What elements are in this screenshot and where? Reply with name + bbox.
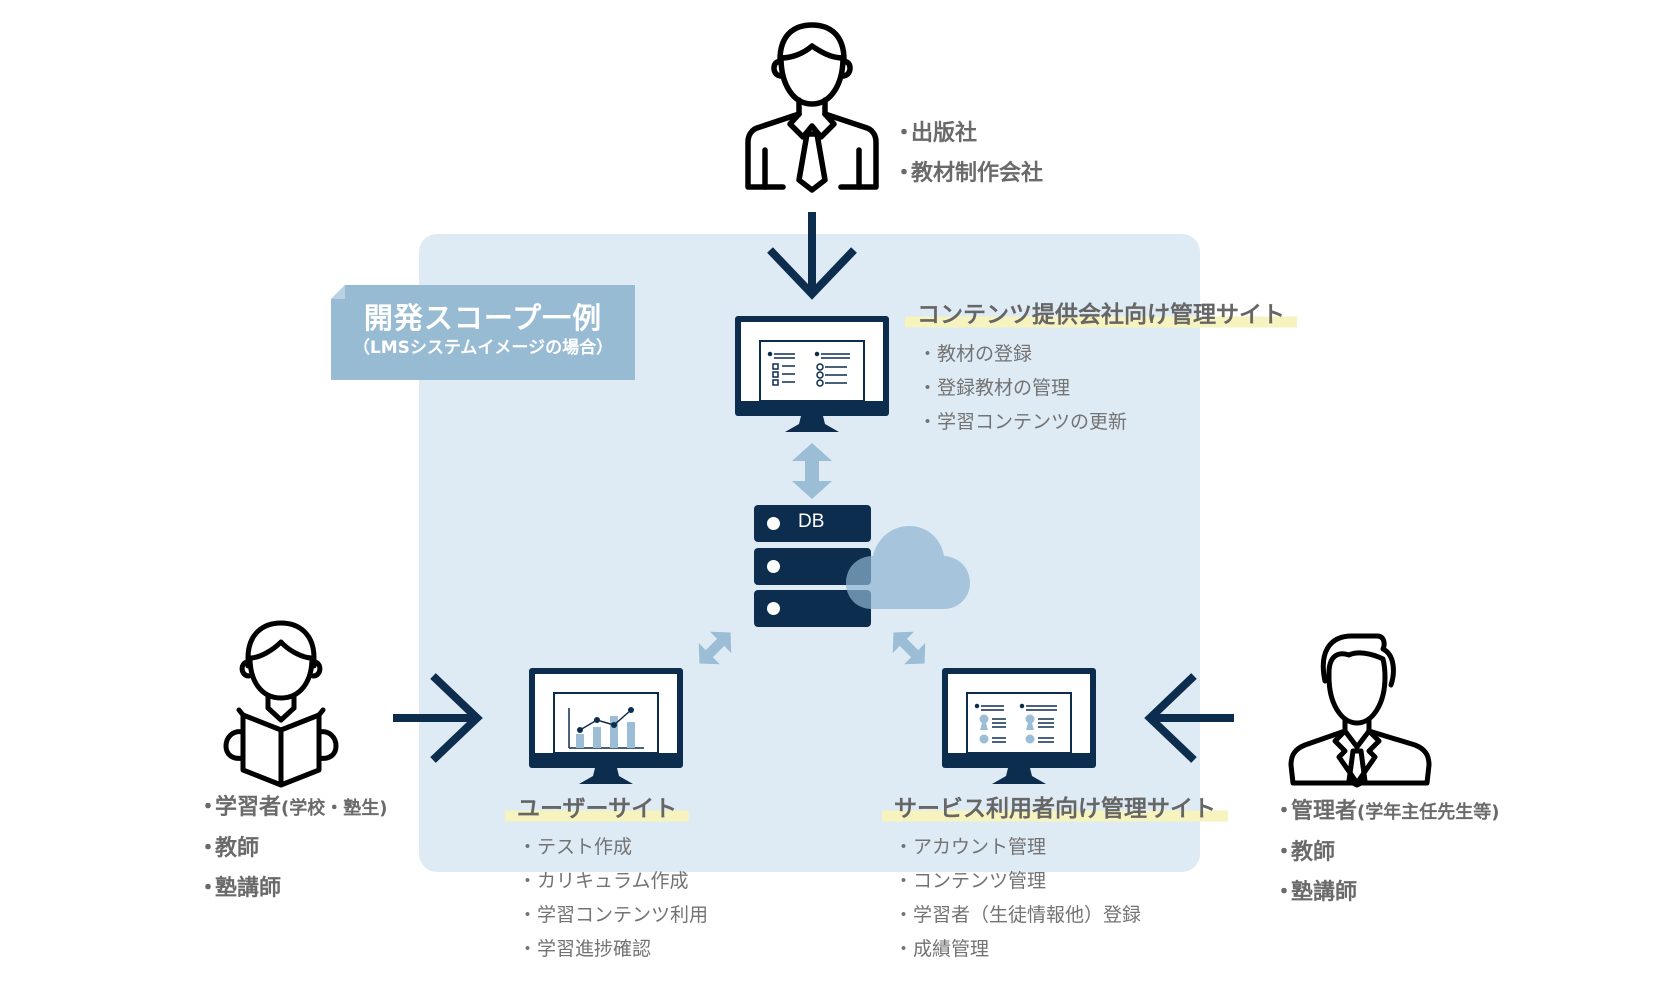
user-site-monitor-icon [529,668,683,784]
user-site-title: ユーザーサイト [505,794,690,824]
businessman-with-tie-icon [745,22,879,193]
site-feature-item: テスト作成 [518,830,708,864]
site-feature-item: カリキュラム作成 [518,864,708,898]
site-feature-item: 教材の登録 [918,337,1127,371]
site-feature-item: 学習コンテンツの更新 [918,405,1127,439]
site-feature-item: 登録教材の管理 [918,371,1127,405]
site-feature-item: 学習コンテンツ利用 [518,898,708,932]
scope-label-fold-corner [331,285,345,299]
right-actor-item: ・管理者(学年主任先生等) [1273,799,1500,824]
top-actor-list: ・出版社 ・教材制作会社 [893,114,1043,194]
service-admin-site-list: アカウント管理 コンテンツ管理 学習者（生徒情報他）登録 成績管理 [894,830,1141,966]
left-actor-item: ・塾講師 [197,876,282,901]
top-actor-item: ・出版社 [893,121,978,146]
scope-label-title: 開発スコープ一例 [363,301,603,335]
service-admin-monitor-icon [942,668,1096,784]
arrow-left-icon [1144,673,1234,763]
site-feature-item: 成績管理 [894,932,1141,966]
db-indicator-dot [767,560,780,573]
cloud-icon [846,526,970,609]
student-reading-book-icon [223,620,339,788]
arrow-down-icon [767,212,857,300]
service-admin-site-title: サービス利用者向け管理サイト [882,794,1228,824]
content-provider-site-title: コンテンツ提供会社向け管理サイト [905,300,1297,330]
content-provider-site-list: 教材の登録 登録教材の管理 学習コンテンツの更新 [918,337,1127,439]
bidirectional-arrow-diagonal-right-icon [892,631,926,665]
left-actor-item: ・学習者(学校・塾生) [197,795,388,820]
arrow-right-icon [393,673,483,763]
scope-label-subtitle: （LMSシステムイメージの場合） [352,338,614,358]
user-site-list: テスト作成 カリキュラム作成 学習コンテンツ利用 学習進捗確認 [518,830,708,966]
database-row: DB [754,505,871,542]
manager-in-suit-icon [1288,633,1432,788]
site-feature-item: 学習者（生徒情報他）登録 [894,898,1141,932]
right-actor-list: ・管理者(学年主任先生等) ・教師 ・塾講師 [1273,792,1499,913]
right-actor-item: ・教師 [1273,840,1336,865]
site-feature-item: アカウント管理 [894,830,1141,864]
db-indicator-dot [767,602,780,615]
database-label: DB [798,511,825,532]
scope-label: 開発スコープ一例 （LMSシステムイメージの場合） [331,285,635,380]
top-actor-item: ・教材制作会社 [893,161,1044,186]
site-feature-item: コンテンツ管理 [894,864,1141,898]
content-admin-monitor-icon [735,316,889,432]
left-actor-list: ・学習者(学校・塾生) ・教師 ・塾講師 [197,788,387,909]
site-feature-item: 学習進捗確認 [518,932,708,966]
db-indicator-dot [767,517,780,530]
bidirectional-arrow-vertical-icon [792,443,832,499]
bidirectional-arrow-diagonal-left-icon [698,631,732,665]
left-actor-item: ・教師 [197,836,260,861]
right-actor-item: ・塾講師 [1273,880,1358,905]
